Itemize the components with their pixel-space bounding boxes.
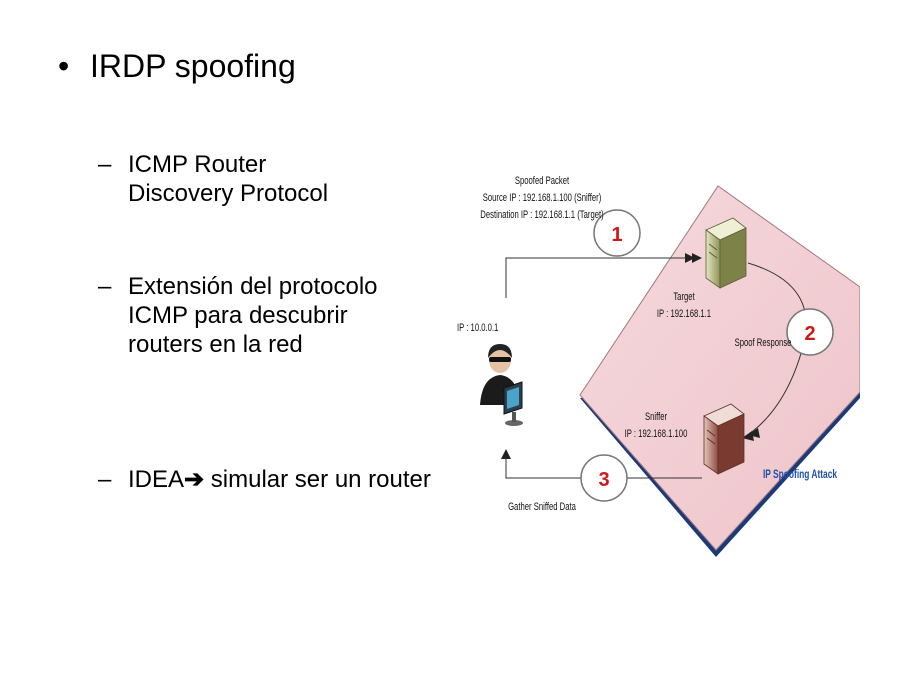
target-ip: IP : 192.168.1.1	[657, 308, 711, 321]
spoofed-packet-line	[505, 257, 700, 298]
attacker-ip: IP : 10.0.0.1	[457, 322, 498, 335]
step-1-label: 1	[611, 224, 622, 246]
sniffer-label: Sniffer IP : 192.168.1.100	[625, 411, 688, 441]
step-3-label: 3	[598, 469, 609, 491]
bullet-dot: •	[58, 48, 70, 84]
spoofed-packet-label: Spoofed Packet Source IP : 192.168.1.100…	[480, 175, 603, 222]
computer-icon	[503, 381, 523, 426]
spoofed-packet-source: Source IP : 192.168.1.100 (Sniffer)	[483, 192, 602, 205]
step-1-circle	[593, 209, 641, 257]
sub-dash: –	[98, 466, 112, 493]
sub-item-text: ICMP Router Discovery Protocol	[128, 151, 329, 207]
sub-item-protocol: – ICMP Router Discovery Protocol	[98, 150, 438, 208]
sub-dash: –	[98, 151, 112, 178]
sniffer-ip: IP : 192.168.1.100	[625, 428, 688, 441]
right-arrow-icon: ➔	[184, 466, 205, 493]
sub-item-idea: – IDEA➔ simular ser un router	[98, 465, 438, 494]
target-label: Target IP : 192.168.1.1	[657, 291, 711, 321]
gather-group: Gather Sniffed Data	[508, 501, 576, 514]
main-bullet-text: IRDP spoofing	[90, 48, 296, 84]
spoof-response-label: Spoof Response	[735, 337, 792, 350]
attack-label-group: IP Spoofing Attack	[763, 469, 837, 482]
step-3-circle	[580, 454, 628, 502]
sub-item-text: Extensión del protocolo ICMP para descub…	[128, 273, 378, 358]
attacker-ip-group: IP : 10.0.0.1	[457, 322, 498, 335]
idea-text: simular ser un router	[204, 466, 431, 493]
spoofed-packet-title: Spoofed Packet	[515, 175, 570, 188]
sub-item-extension: – Extensión del protocolo ICMP para desc…	[98, 272, 438, 359]
spoofed-packet-destination: Destination IP : 192.168.1.1 (Target)	[480, 209, 603, 222]
network-panel	[579, 185, 860, 551]
target-server-icon	[705, 217, 747, 289]
ip-spoofing-diagram: 1 2 3	[457, 175, 860, 557]
gather-data-label: Gather Sniffed Data	[508, 501, 576, 514]
step-2-label: 2	[804, 323, 815, 345]
arrowhead-to-attacker	[501, 449, 511, 459]
sub-dash: –	[98, 273, 112, 300]
arrowhead-to-target	[692, 253, 702, 263]
sub-item-text: IDEA➔ simular ser un router	[128, 465, 438, 494]
main-bullet: • IRDP spoofing	[58, 46, 296, 86]
step-2-circle	[786, 308, 834, 356]
arrowhead-to-target-2	[685, 253, 695, 263]
ip-spoofing-attack-label: IP Spoofing Attack	[763, 469, 837, 482]
spoof-response-group: Spoof Response	[735, 337, 792, 350]
sniffer-name: Sniffer	[645, 411, 667, 424]
gather-data-line	[505, 450, 702, 479]
idea-label: IDEA	[128, 466, 185, 493]
target-name: Target	[673, 291, 695, 304]
sniffer-server-icon	[703, 403, 745, 475]
arrowhead-to-sniffer-2	[748, 428, 760, 438]
